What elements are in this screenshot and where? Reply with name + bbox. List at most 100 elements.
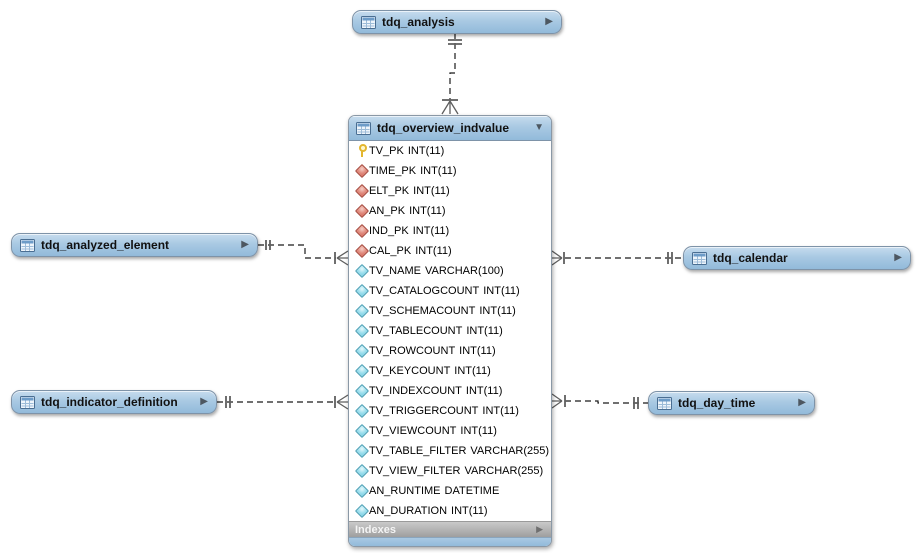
- attribute-icon: [354, 503, 369, 519]
- column-row[interactable]: AN_RUNTIME DATETIME: [349, 481, 551, 501]
- column-name: CAL_PK: [369, 245, 412, 257]
- column-type: INT(11): [459, 345, 496, 357]
- attribute-icon: [354, 363, 369, 379]
- column-row[interactable]: TV_INDEXCOUNT INT(11): [349, 381, 551, 401]
- column-row[interactable]: TV_PK INT(11): [349, 141, 551, 161]
- table-tdq-analyzed-element[interactable]: tdq_analyzed_element ▶: [11, 233, 258, 257]
- table-title: tdq_analysis: [382, 15, 455, 29]
- column-row[interactable]: TV_ROWCOUNT INT(11): [349, 341, 551, 361]
- column-name: TV_KEYCOUNT: [369, 365, 451, 377]
- collapse-arrow-icon[interactable]: ▼: [534, 122, 544, 133]
- table-title: tdq_analyzed_element: [41, 238, 170, 252]
- column-name: TV_PK: [369, 145, 404, 157]
- table-tdq-overview-indvalue[interactable]: tdq_overview_indvalue ▼ TV_PK INT(11) TI…: [348, 115, 552, 547]
- attribute-icon: [354, 263, 369, 279]
- column-type: INT(11): [420, 165, 457, 177]
- table-icon: [657, 396, 672, 410]
- column-name: AN_RUNTIME: [369, 485, 441, 497]
- indexes-expand-arrow-icon[interactable]: ▶: [536, 524, 543, 534]
- table-title: tdq_overview_indvalue: [377, 121, 510, 135]
- column-row[interactable]: TV_CATALOGCOUNT INT(11): [349, 281, 551, 301]
- attribute-icon: [354, 323, 369, 339]
- table-icon: [361, 15, 376, 29]
- column-name: TV_ROWCOUNT: [369, 345, 456, 357]
- column-row[interactable]: TV_SCHEMACOUNT INT(11): [349, 301, 551, 321]
- column-type: VARCHAR(100): [424, 265, 504, 277]
- attribute-icon: [354, 483, 369, 499]
- table-tdq-indicator-definition[interactable]: tdq_indicator_definition ▶: [11, 390, 217, 414]
- column-type: VARCHAR(255): [464, 465, 544, 477]
- column-row[interactable]: TV_TABLECOUNT INT(11): [349, 321, 551, 341]
- table-tdq-calendar[interactable]: tdq_calendar ▶: [683, 246, 911, 270]
- relationship-analyzed-element[interactable]: [258, 240, 349, 266]
- relationship-day-time[interactable]: [551, 393, 648, 409]
- column-type: INT(11): [483, 285, 520, 297]
- attribute-icon: [354, 403, 369, 419]
- table-tdq-analysis[interactable]: tdq_analysis ▶: [352, 10, 562, 34]
- table-icon: [692, 251, 707, 265]
- table-footer: [349, 537, 551, 546]
- attribute-icon: [354, 283, 369, 299]
- column-list: TV_PK INT(11) TIME_PK INT(11) ELT_PK INT…: [349, 141, 551, 521]
- indexes-label: Indexes: [355, 523, 396, 536]
- expand-arrow-icon[interactable]: ▶: [241, 239, 249, 250]
- column-name: TV_CATALOGCOUNT: [369, 285, 480, 297]
- foreign-key-icon: [354, 223, 369, 239]
- table-title: tdq_day_time: [678, 396, 756, 410]
- column-type: INT(11): [451, 505, 488, 517]
- column-row[interactable]: TV_VIEW_FILTER VARCHAR(255): [349, 461, 551, 481]
- relationship-calendar[interactable]: [551, 250, 683, 266]
- column-row[interactable]: TV_TABLE_FILTER VARCHAR(255): [349, 441, 551, 461]
- attribute-icon: [354, 303, 369, 319]
- primary-key-icon: [357, 144, 367, 158]
- column-type: INT(11): [412, 225, 450, 237]
- table-icon: [356, 121, 371, 135]
- column-name: TV_VIEWCOUNT: [369, 425, 457, 437]
- column-row[interactable]: AN_DURATION INT(11): [349, 501, 551, 521]
- table-title: tdq_calendar: [713, 251, 788, 265]
- expand-arrow-icon[interactable]: ▶: [545, 16, 553, 27]
- column-type: INT(11): [415, 245, 452, 257]
- column-row[interactable]: TV_VIEWCOUNT INT(11): [349, 421, 551, 441]
- expand-arrow-icon[interactable]: ▶: [798, 397, 806, 408]
- expand-arrow-icon[interactable]: ▶: [894, 252, 902, 263]
- column-row[interactable]: CAL_PK INT(11): [349, 241, 551, 261]
- column-type: INT(11): [409, 205, 446, 217]
- column-name: IND_PK: [369, 225, 409, 237]
- column-row[interactable]: TV_KEYCOUNT INT(11): [349, 361, 551, 381]
- indexes-section[interactable]: Indexes ▶: [349, 521, 551, 537]
- column-type: INT(11): [466, 325, 503, 337]
- expand-arrow-icon[interactable]: ▶: [200, 396, 208, 407]
- column-name: TV_SCHEMACOUNT: [369, 305, 476, 317]
- column-row[interactable]: AN_PK INT(11): [349, 201, 551, 221]
- relationship-analysis[interactable]: [441, 33, 462, 115]
- column-name: TV_TRIGGERCOUNT: [369, 405, 479, 417]
- column-type: DATETIME: [444, 485, 500, 497]
- table-header[interactable]: tdq_overview_indvalue ▼: [349, 116, 551, 141]
- foreign-key-icon: [354, 183, 369, 199]
- attribute-icon: [354, 423, 369, 439]
- column-type: INT(11): [479, 305, 516, 317]
- column-row[interactable]: TV_NAME VARCHAR(100): [349, 261, 551, 281]
- column-name: TV_VIEW_FILTER: [369, 465, 461, 477]
- column-name: TIME_PK: [369, 165, 417, 177]
- column-name: AN_DURATION: [369, 505, 448, 517]
- column-name: TV_INDEXCOUNT: [369, 385, 462, 397]
- attribute-icon: [354, 383, 369, 399]
- column-row[interactable]: TIME_PK INT(11): [349, 161, 551, 181]
- foreign-key-icon: [354, 243, 369, 259]
- column-name: TV_TABLE_FILTER: [369, 445, 467, 457]
- relationship-indicator-definition[interactable]: [217, 394, 349, 410]
- column-name: AN_PK: [369, 205, 406, 217]
- table-title: tdq_indicator_definition: [41, 395, 178, 409]
- column-row[interactable]: ELT_PK INT(11): [349, 181, 551, 201]
- column-row[interactable]: TV_TRIGGERCOUNT INT(11): [349, 401, 551, 421]
- column-name: TV_NAME: [369, 265, 421, 277]
- table-icon: [20, 238, 35, 252]
- column-type: INT(11): [465, 385, 503, 397]
- table-icon: [20, 395, 35, 409]
- column-type: INT(11): [413, 185, 450, 197]
- column-row[interactable]: IND_PK INT(11): [349, 221, 551, 241]
- table-tdq-day-time[interactable]: tdq_day_time ▶: [648, 391, 815, 415]
